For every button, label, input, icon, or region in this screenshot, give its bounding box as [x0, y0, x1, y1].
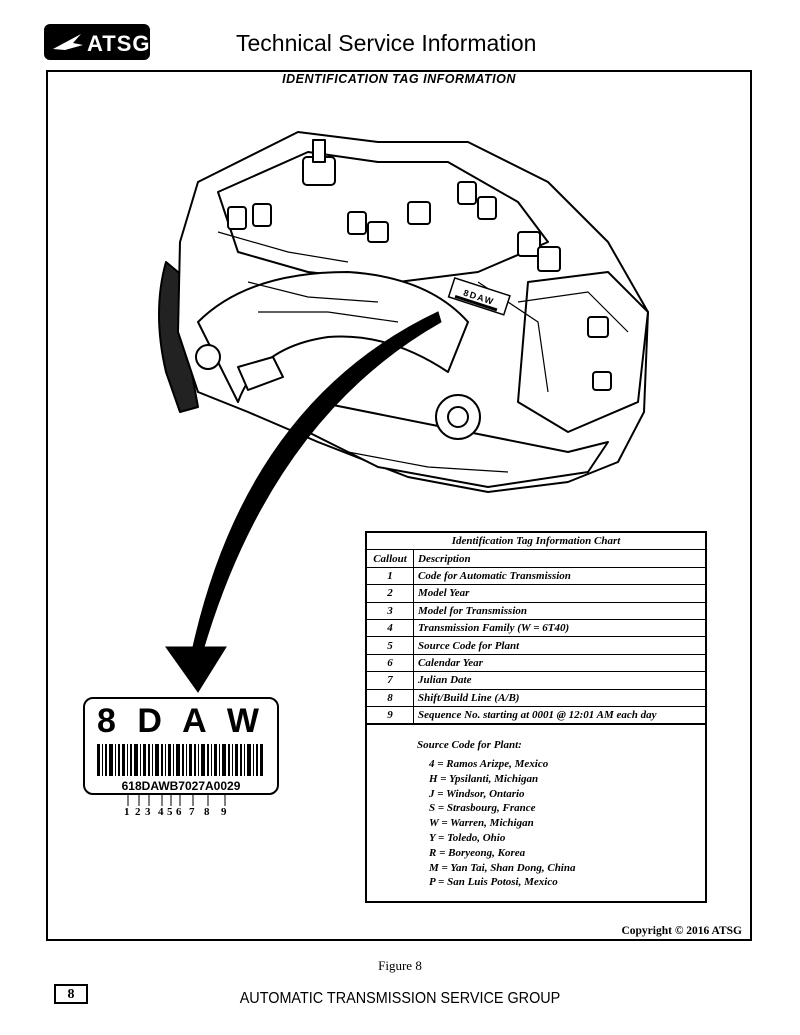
tag-model-code: 8 D A W [97, 702, 265, 740]
chart-table: Identification Tag Information Chart Cal… [367, 533, 705, 726]
row-description: Model Year [413, 584, 705, 603]
plant-code-list: Source Code for Plant: 4 = Ramos Arizpe,… [417, 739, 576, 890]
list-item: M = Yan Tai, Shan Dong, China [429, 861, 576, 874]
row-callout: 5 [367, 636, 414, 655]
barcode [97, 744, 263, 776]
figure-caption: Figure 8 [378, 958, 422, 973]
callout-1: 1 [124, 806, 130, 818]
callout-7: 7 [189, 806, 195, 818]
list-item: H = Ypsilanti, Michigan [429, 772, 539, 785]
col-description: Description [413, 549, 705, 568]
plants-heading: Source Code for Plant: [417, 739, 522, 751]
row-description: Calendar Year [413, 654, 705, 673]
callout-arrow [165, 311, 442, 693]
row-description: Transmission Family (W = 6T40) [413, 619, 705, 638]
list-item: W = Warren, Michigan [429, 817, 534, 830]
row-description: Julian Date [413, 671, 705, 690]
row-callout: 2 [367, 584, 414, 603]
list-item: J = Windsor, Ontario [429, 787, 525, 800]
content-frame: IDENTIFICATION TAG INFORMATION [46, 70, 752, 941]
list-item: P = San Luis Potosi, Mexico [429, 876, 558, 889]
row-callout: 4 [367, 619, 414, 638]
row-callout: 6 [367, 654, 414, 673]
row-callout: 3 [367, 602, 414, 620]
id-tag: 8 D A W 618DAWB7027A0029 [83, 697, 279, 795]
callout-9: 9 [221, 806, 227, 818]
logo-text: ATSG [87, 31, 151, 56]
row-description: Code for Automatic Transmission [413, 567, 705, 586]
callout-3: 3 [145, 806, 151, 818]
id-tag-chart: Identification Tag Information Chart Cal… [365, 531, 707, 903]
callout-4: 4 [158, 806, 164, 818]
list-item: Y = Toledo, Ohio [429, 831, 506, 844]
row-callout: 7 [367, 671, 414, 690]
callout-5: 5 [167, 806, 173, 818]
row-description: Sequence No. starting at 0001 @ 12:01 AM… [413, 706, 705, 726]
callout-2: 2 [135, 806, 141, 818]
list-item: R = Boryeong, Korea [429, 846, 526, 859]
list-item: S = Strasbourg, France [429, 802, 536, 815]
copyright: Copyright © 2016 ATSG [621, 925, 742, 937]
page-title: Technical Service Information [236, 30, 537, 56]
row-callout: 8 [367, 689, 414, 707]
page-number: 8 [54, 984, 88, 1004]
row-callout: 1 [367, 567, 414, 586]
row-callout: 9 [367, 706, 414, 726]
atsg-logo: ATSG [44, 24, 150, 60]
callout-8: 8 [204, 806, 210, 818]
jet-icon [53, 34, 83, 50]
tag-serial: 618DAWB7027A0029 [121, 779, 241, 793]
row-description: Shift/Build Line (A/B) [413, 689, 705, 707]
list-item: 4 = Ramos Arizpe, Mexico [429, 758, 549, 770]
row-description: Model for Transmission [413, 602, 705, 620]
section-title: IDENTIFICATION TAG INFORMATION [282, 72, 516, 86]
chart-title: Identification Tag Information Chart [367, 533, 705, 551]
footer-text: AUTOMATIC TRANSMISSION SERVICE GROUP [239, 990, 561, 1007]
transmission-illustration: 8DAW [158, 131, 649, 693]
callout-6: 6 [176, 806, 182, 818]
col-callout: Callout [367, 549, 414, 568]
row-description: Source Code for Plant [413, 636, 705, 655]
